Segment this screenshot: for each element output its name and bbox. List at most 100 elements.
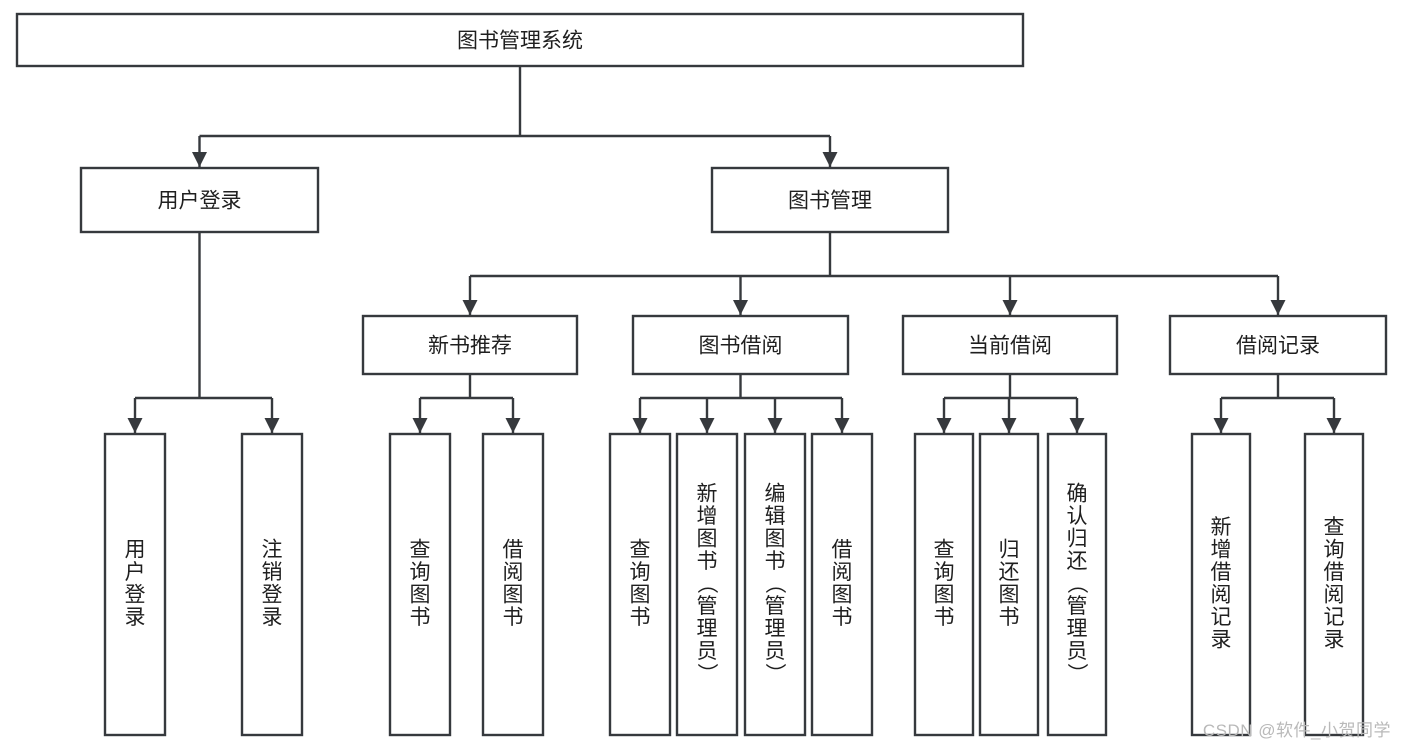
svg-text:辑: 辑 <box>765 505 786 528</box>
arrowhead-icon <box>412 418 428 433</box>
svg-text:图: 图 <box>999 584 1020 607</box>
svg-text:）: ） <box>763 663 786 684</box>
node-book-borrow[interactable]: 图书借阅 <box>631 314 850 376</box>
node-box-leaf-borrow-book-rec <box>481 432 545 737</box>
svg-text:阅: 阅 <box>503 561 524 584</box>
arrowhead-icon <box>767 418 783 433</box>
svg-text:录: 录 <box>1211 629 1232 652</box>
svg-text:借: 借 <box>1211 561 1232 584</box>
svg-text:登: 登 <box>262 584 283 607</box>
node-label-book-borrow: 图书借阅 <box>699 335 783 358</box>
node-box-leaf-return-book <box>978 432 1040 737</box>
node-borrow-record[interactable]: 借阅记录 <box>1168 314 1388 376</box>
svg-text:理: 理 <box>697 617 718 640</box>
node-user-login[interactable]: 用户登录 <box>79 166 320 234</box>
svg-text:借: 借 <box>503 539 524 562</box>
arrowhead-icon <box>1001 418 1017 433</box>
node-book-manage[interactable]: 图书管理 <box>710 166 950 234</box>
svg-text:录: 录 <box>125 606 146 629</box>
arrowhead-icon <box>834 418 850 433</box>
svg-text:认: 认 <box>1067 505 1088 528</box>
svg-text:图: 图 <box>934 584 955 607</box>
svg-text:注: 注 <box>262 539 283 562</box>
svg-text:（: （ <box>695 573 718 594</box>
svg-text:（: （ <box>1065 573 1088 594</box>
node-root[interactable]: 图书管理系统 <box>15 12 1025 68</box>
node-box-root <box>15 12 1025 68</box>
node-label-user-login: 用户登录 <box>158 190 242 213</box>
arrowhead-icon <box>264 418 280 433</box>
svg-text:还: 还 <box>999 561 1020 584</box>
svg-text:书: 书 <box>934 606 955 629</box>
arrowhead-icon <box>462 300 478 315</box>
svg-text:员: 员 <box>765 640 786 663</box>
node-label-book-manage: 图书管理 <box>788 190 872 213</box>
arrowhead-icon <box>1326 418 1342 433</box>
node-leaf-user-login[interactable]: 用户登录 <box>103 432 167 737</box>
node-box-leaf-query-book <box>608 432 672 737</box>
node-label-new-book-rec: 新书推荐 <box>428 335 512 358</box>
svg-text:阅: 阅 <box>1324 584 1345 607</box>
svg-text:询: 询 <box>410 561 431 584</box>
svg-text:图: 图 <box>503 584 524 607</box>
svg-text:管: 管 <box>765 595 786 618</box>
node-new-book-rec[interactable]: 新书推荐 <box>361 314 579 376</box>
svg-text:图: 图 <box>630 584 651 607</box>
arrowhead-icon <box>505 418 521 433</box>
arrowhead-icon <box>632 418 648 433</box>
svg-text:编: 编 <box>765 482 786 505</box>
arrowhead-icon <box>699 418 715 433</box>
arrowhead-icon <box>733 300 748 315</box>
svg-text:询: 询 <box>1324 539 1345 562</box>
svg-text:借: 借 <box>1324 561 1345 584</box>
node-label-current-borrow: 当前借阅 <box>968 335 1052 358</box>
arrowhead-icon <box>936 418 952 433</box>
node-box-book-manage <box>710 166 950 234</box>
node-box-user-login <box>79 166 320 234</box>
svg-text:确: 确 <box>1067 482 1088 505</box>
svg-text:员: 员 <box>1067 640 1088 663</box>
node-current-borrow[interactable]: 当前借阅 <box>901 314 1119 376</box>
node-box-leaf-query-record <box>1303 432 1365 737</box>
node-box-leaf-add-book <box>675 432 739 737</box>
node-box-leaf-user-logout <box>240 432 304 737</box>
svg-text:查: 查 <box>934 539 955 562</box>
svg-text:还: 还 <box>1067 550 1088 573</box>
svg-text:阅: 阅 <box>832 561 853 584</box>
node-box-leaf-add-record <box>1190 432 1252 737</box>
svg-text:销: 销 <box>262 561 283 584</box>
node-box-leaf-query-book-rec <box>388 432 452 737</box>
svg-text:书: 书 <box>832 606 853 629</box>
svg-text:理: 理 <box>1067 617 1088 640</box>
node-box-leaf-edit-book <box>743 432 807 737</box>
svg-text:新: 新 <box>1211 516 1232 539</box>
svg-text:查: 查 <box>410 539 431 562</box>
svg-text:图: 图 <box>697 527 718 550</box>
node-label-borrow-record: 借阅记录 <box>1236 335 1320 358</box>
node-layer: 图书管理系统用户登录图书管理新书推荐图书借阅当前借阅借阅记录用户登录注销登录查询… <box>15 12 1388 737</box>
svg-text:用: 用 <box>125 539 146 562</box>
svg-text:阅: 阅 <box>1211 584 1232 607</box>
arrowhead-icon <box>1069 418 1085 433</box>
svg-text:询: 询 <box>630 561 651 584</box>
